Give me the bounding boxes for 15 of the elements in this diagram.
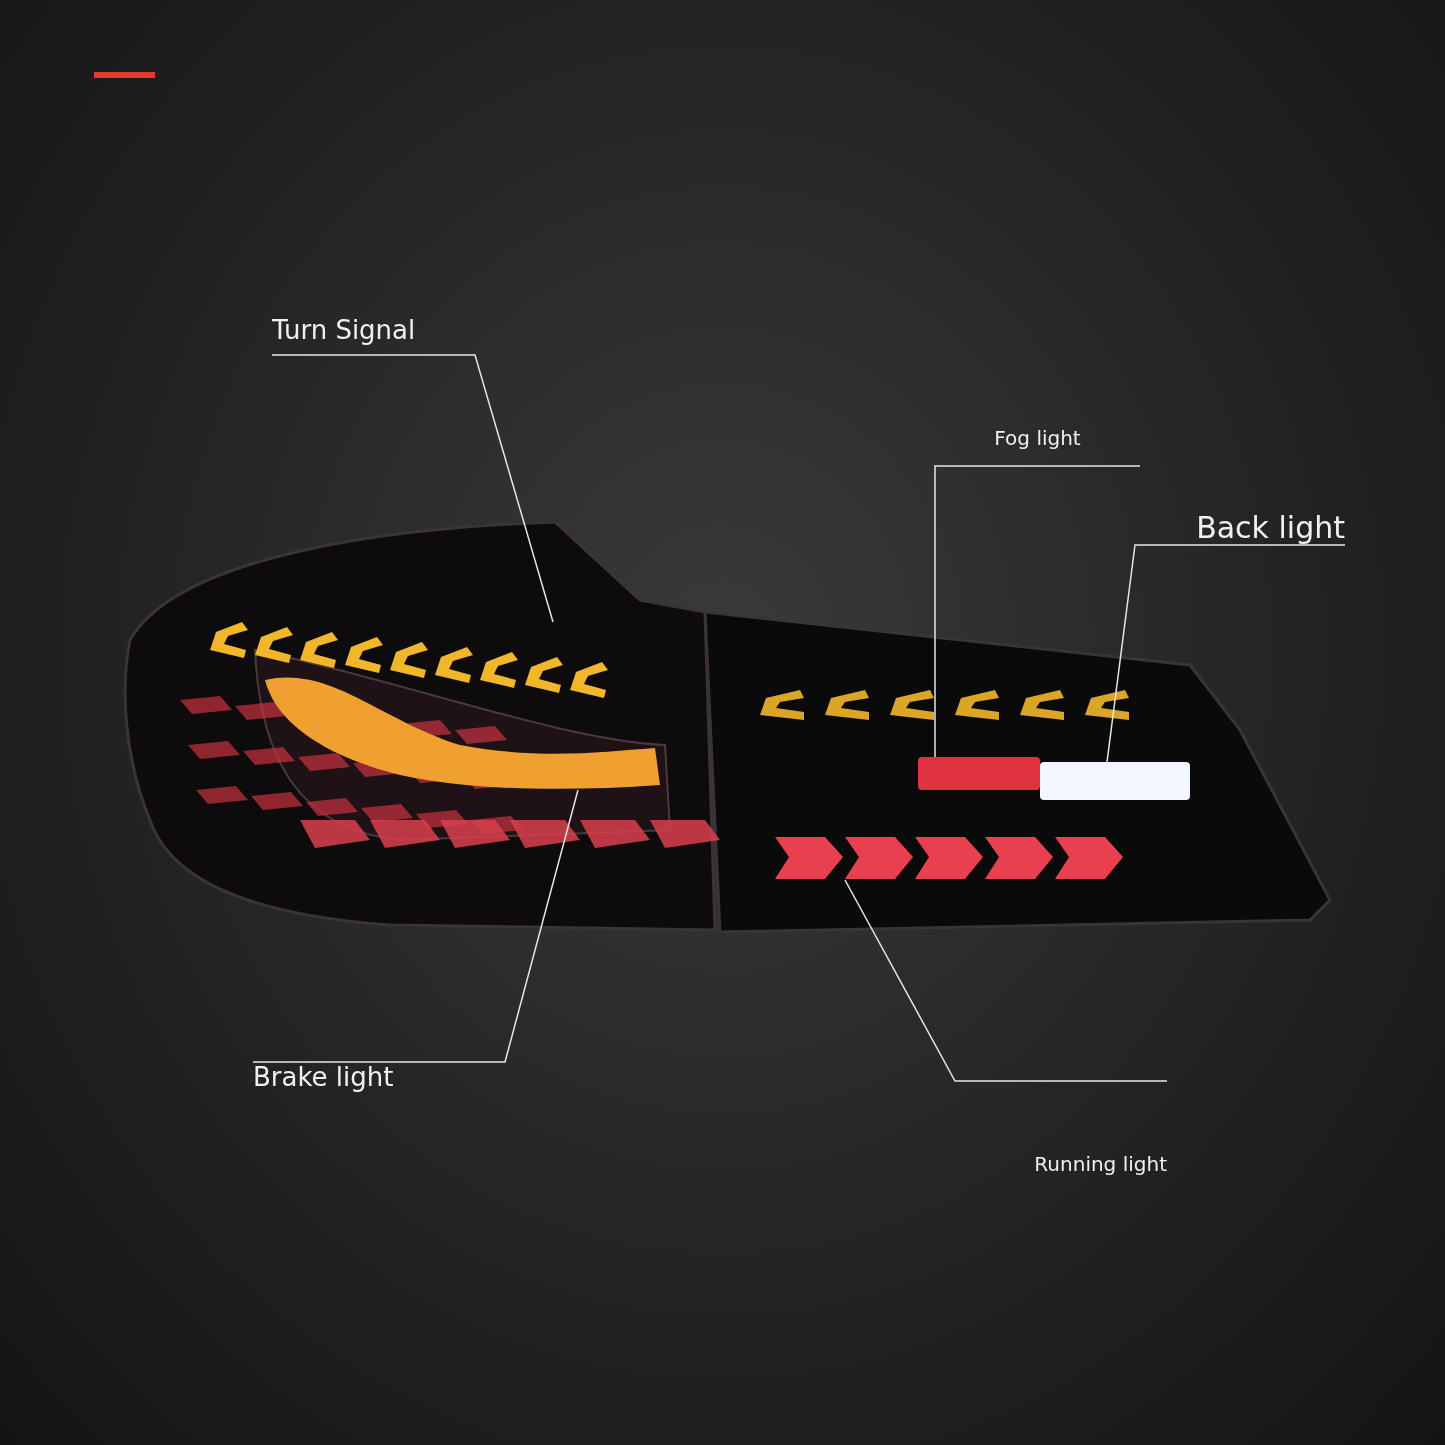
back-light-strip	[1040, 762, 1190, 800]
callout-label: Back light	[1196, 510, 1345, 545]
turn-signal-chevrons	[210, 622, 608, 698]
running-light-segments	[775, 837, 1123, 879]
leader-line	[844, 879, 1168, 1082]
callout-label: Turn Signal	[272, 315, 416, 345]
callout-label: Fog light	[994, 426, 1081, 450]
fog-light-strip	[918, 757, 1040, 790]
callout-label: Running light	[1034, 1152, 1167, 1176]
leader-line	[1106, 544, 1346, 763]
leader-line	[271, 354, 554, 623]
leader-line	[934, 465, 1141, 758]
leader-line	[252, 789, 579, 1063]
brake-light-strip	[265, 677, 660, 789]
callout-label: Brake light	[253, 1062, 394, 1092]
